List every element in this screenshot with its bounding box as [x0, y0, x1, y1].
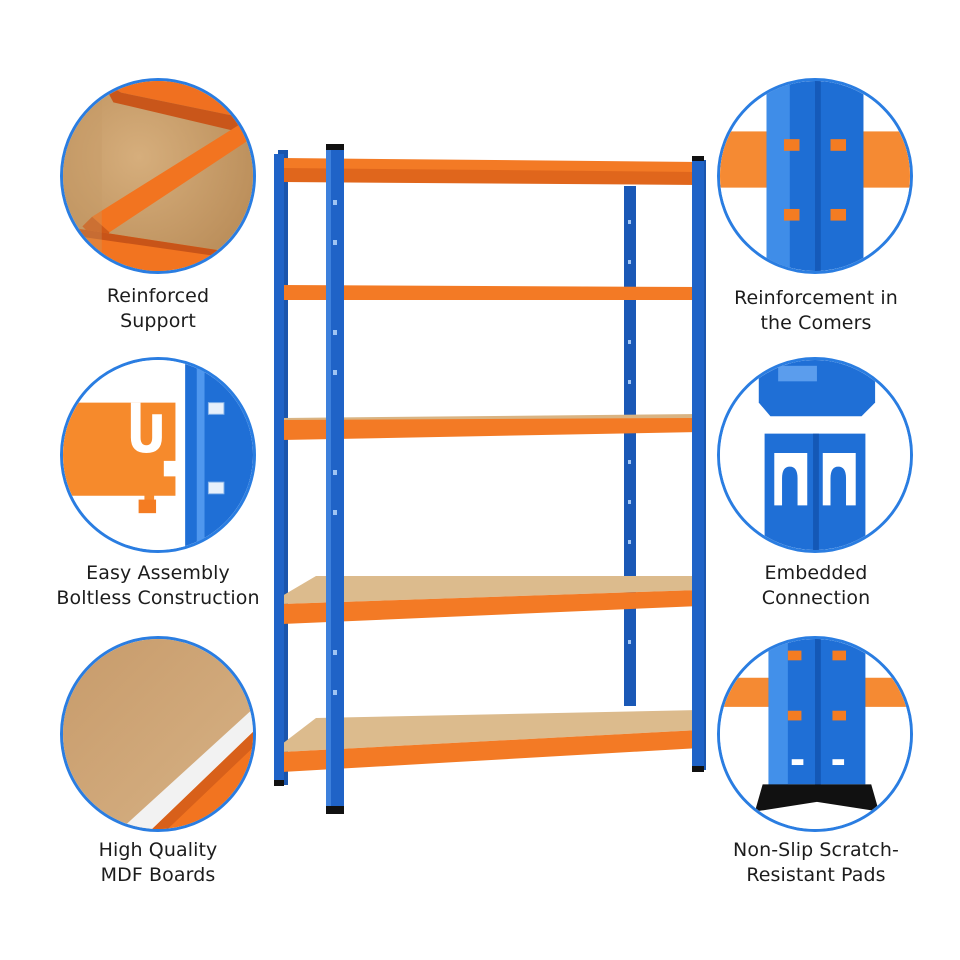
upright-cap: [692, 156, 704, 161]
caption-line: Reinforced: [106, 285, 210, 307]
shelf-level-1: [282, 158, 700, 185]
corner-reinforcement-caption: Reinforcement in the Comers: [686, 286, 946, 336]
caption-line: Support: [120, 310, 196, 332]
upright-foot: [274, 780, 284, 786]
upright-highlight: [326, 144, 331, 812]
reinforced-support-caption: Reinforced Support: [28, 284, 288, 334]
caption-line: Easy Assembly: [86, 562, 230, 584]
upright-slots: [333, 200, 631, 695]
non-slip-pads-closeup: [717, 636, 913, 832]
reinforced-support-closeup: [60, 78, 256, 274]
easy-assembly-caption: Easy Assembly Boltless Construction: [28, 561, 288, 611]
left-upright: [274, 154, 284, 784]
shelving-unit-image: [260, 130, 720, 830]
mdf-boards-caption: High Quality MDF Boards: [28, 838, 288, 888]
shelf-level-5: [282, 710, 700, 772]
corner-reinforcement-closeup: [717, 78, 913, 274]
shelf-level-4: [282, 576, 700, 624]
caption-line: Embedded: [764, 562, 868, 584]
caption-line: Resistant Pads: [746, 864, 886, 886]
mdf-boards-closeup: [60, 636, 256, 832]
front-right-upright: [692, 156, 704, 770]
embedded-connection-caption: Embedded Connection: [686, 561, 946, 611]
easy-assembly-closeup: [60, 357, 256, 553]
non-slip-pads-caption: Non-Slip Scratch- Resistant Pads: [686, 838, 946, 888]
shelf-level-3: [282, 414, 700, 440]
upright-foot: [692, 766, 704, 772]
caption-line: Reinforcement in: [734, 287, 898, 309]
caption-line: Boltless Construction: [56, 587, 260, 609]
shelf-level-2: [282, 285, 700, 300]
embedded-connection-closeup: [717, 357, 913, 553]
caption-line: Connection: [761, 587, 871, 609]
caption-line: the Comers: [760, 312, 872, 334]
caption-line: MDF Boards: [100, 864, 216, 886]
caption-line: High Quality: [98, 839, 218, 861]
upright-cap: [326, 144, 344, 150]
caption-line: Non-Slip Scratch-: [733, 839, 899, 861]
upright-foot: [326, 806, 344, 814]
